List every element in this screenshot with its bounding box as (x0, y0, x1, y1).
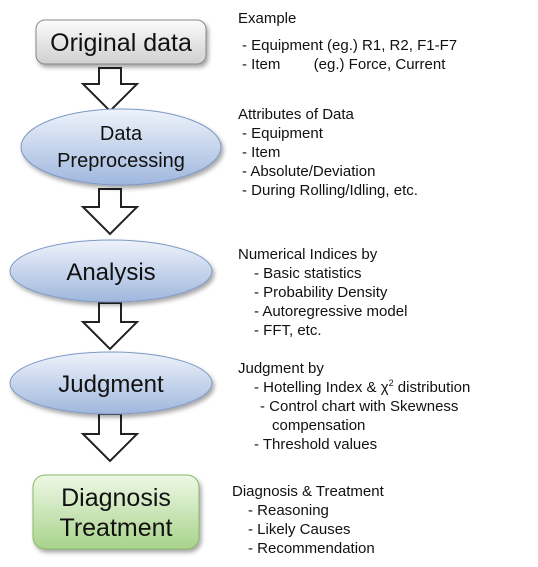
step-data-preprocessing-label-2: Preprocessing (57, 150, 185, 172)
arrow-4 (80, 413, 140, 463)
step-original-data (35, 19, 207, 65)
step-diagnosis-label-1: Diagnosis (61, 484, 171, 512)
note-example: Example - Equipment (eg.) R1, R2, F1-F7 … (238, 9, 457, 74)
note-attributes-item: - Absolute/Deviation (242, 163, 376, 180)
note-judgment-item: - Hotelling Index & χ2 distribution (238, 378, 470, 397)
note-indices-item: - Probability Density (254, 284, 388, 301)
note-example-item: - Equipment (eg.) R1, R2, F1-F7 (242, 37, 458, 54)
step-data-preprocessing-label-1: Data (100, 123, 143, 145)
note-judgment-item: - Control chart with Skewness (260, 398, 459, 415)
note-diagnosis-item: - Recommendation (248, 540, 375, 557)
note-diagnosis-item: - Reasoning (248, 502, 329, 519)
arrow-1 (80, 67, 140, 113)
note-attributes-item: - During Rolling/Idling, etc. (242, 182, 418, 199)
step-diagnosis-label-2: Treatment (59, 514, 172, 542)
note-attributes-title: Attributes of Data (238, 106, 354, 123)
note-diagnosis: Diagnosis & Treatment - Reasoning - Like… (232, 482, 384, 558)
note-indices-item: - FFT, etc. (254, 322, 322, 339)
step-original-data-label: Original data (50, 29, 192, 57)
step-judgment-label: Judgment (58, 371, 164, 398)
note-judgment-title: Judgment by (238, 360, 324, 377)
note-diagnosis-title: Diagnosis & Treatment (232, 483, 384, 500)
note-indices-item: - Autoregressive model (254, 303, 408, 320)
note-indices: Numerical Indices by - Basic statistics … (238, 245, 407, 340)
note-judgment-item1-sup: 2 (388, 378, 394, 388)
note-attributes-item: - Equipment (242, 125, 323, 142)
arrow-3 (80, 302, 140, 351)
note-attributes-item: - Item (242, 144, 281, 161)
note-indices-item: - Basic statistics (254, 265, 362, 282)
note-judgment: Judgment by - Hotelling Index & χ2 distr… (238, 359, 470, 454)
note-example-title: Example (238, 10, 297, 27)
note-judgment-item: - Threshold values (254, 436, 378, 453)
arrow-2 (80, 188, 140, 236)
note-attributes: Attributes of Data - Equipment - Item - … (238, 105, 418, 200)
step-judgment (9, 351, 213, 415)
note-indices-title: Numerical Indices by (238, 246, 378, 263)
step-data-preprocessing (20, 108, 222, 186)
note-example-item: - Item (eg.) Force, Current (242, 56, 446, 73)
note-diagnosis-item: - Likely Causes (248, 521, 351, 538)
note-judgment-item1-text: - Hotelling Index & χ (254, 379, 389, 396)
step-analysis-label: Analysis (66, 259, 155, 286)
note-judgment-item1-suffix: distribution (393, 379, 471, 396)
step-diagnosis-treatment (32, 474, 200, 550)
step-analysis (9, 239, 213, 303)
note-judgment-item-cont: compensation (272, 417, 366, 434)
